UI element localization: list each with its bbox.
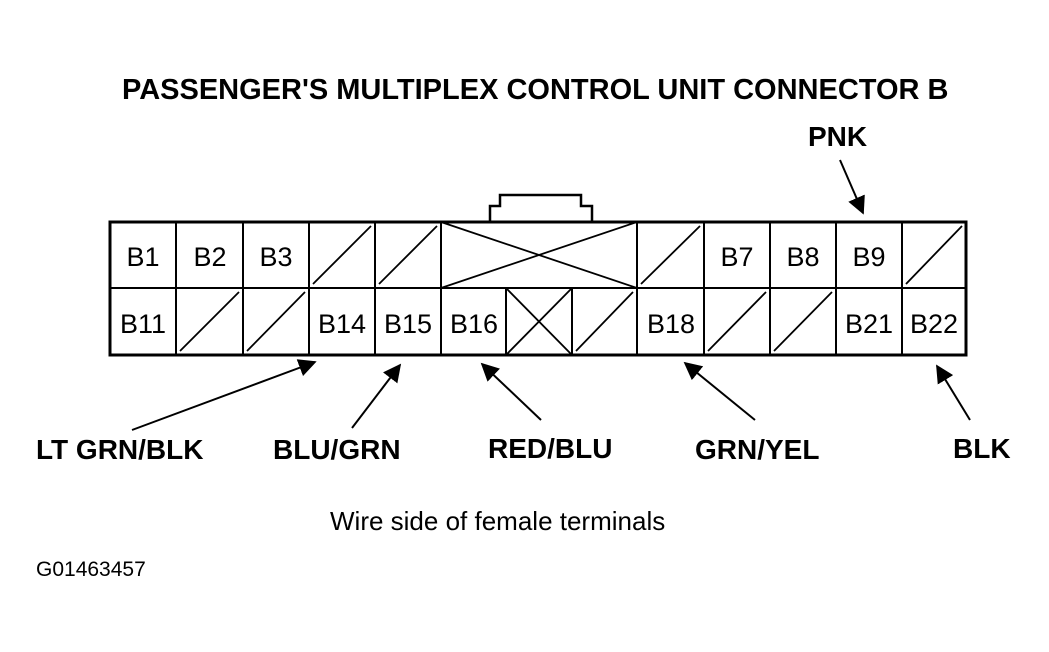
terminal-b7: B7 <box>720 242 753 272</box>
diagram-caption: Wire side of female terminals <box>330 506 665 536</box>
connector-latch <box>488 193 594 222</box>
blocked-cavity-cross <box>505 287 573 356</box>
wire-label-red-blu: RED/BLU <box>488 433 612 464</box>
top-row-empty-cavities <box>312 225 963 285</box>
terminal-b21: B21 <box>845 309 893 339</box>
wire-label-blk: BLK <box>953 433 1011 464</box>
terminal-b8: B8 <box>786 242 819 272</box>
terminal-b2: B2 <box>193 242 226 272</box>
blu-grn-arrow <box>351 363 402 429</box>
terminal-b11: B11 <box>120 309 166 339</box>
terminal-b18: B18 <box>647 309 695 339</box>
blocked-section-cross <box>440 221 638 289</box>
wire-label-grn-yel: GRN/YEL <box>695 434 819 465</box>
terminal-b16: B16 <box>450 309 498 339</box>
lt-grn-blk-arrow <box>131 359 317 431</box>
terminal-b3: B3 <box>259 242 292 272</box>
blk-arrow <box>936 364 971 421</box>
wire-label-pnk: PNK <box>808 121 867 152</box>
terminal-b14: B14 <box>318 309 366 339</box>
top-row-dividers <box>175 222 903 288</box>
wire-label-lt-grn-blk: LT GRN/BLK <box>36 434 203 465</box>
pnk-arrow <box>839 159 865 215</box>
terminal-b1: B1 <box>126 242 159 272</box>
wire-label-blu-grn: BLU/GRN <box>273 434 401 465</box>
red-blu-arrow <box>480 362 542 421</box>
figure-code: G01463457 <box>36 558 146 581</box>
bottom-row-dividers <box>175 288 903 355</box>
diagram-title: PASSENGER'S MULTIPLEX CONTROL UNIT CONNE… <box>122 74 948 106</box>
bottom-row-empty-cavities <box>179 291 833 352</box>
terminal-b22: B22 <box>910 309 958 339</box>
terminal-b9: B9 <box>852 242 885 272</box>
grn-yel-arrow <box>683 361 756 421</box>
terminal-b15: B15 <box>384 309 432 339</box>
